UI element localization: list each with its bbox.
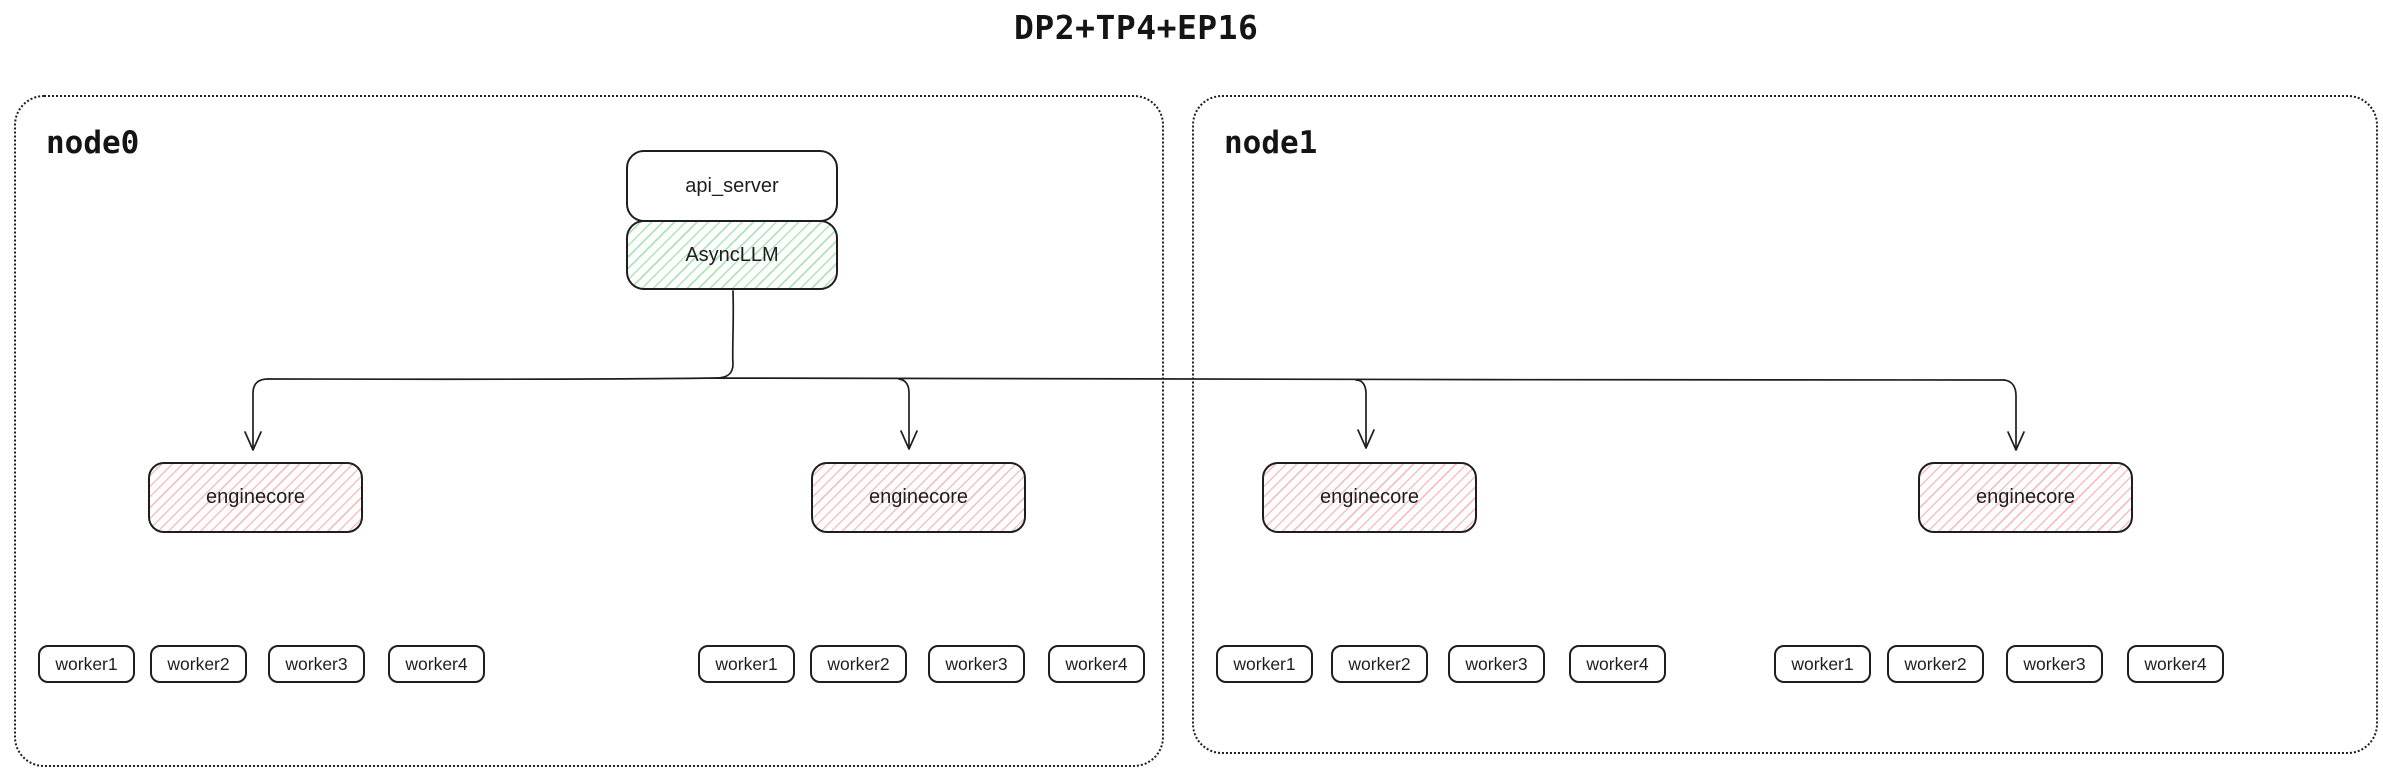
worker-box: worker4 [1569,645,1666,683]
worker-box: worker1 [698,645,795,683]
diagram-title: DP2+TP4+EP16 [1014,8,1259,47]
worker-box: worker4 [2127,645,2224,683]
worker-box: worker2 [150,645,247,683]
worker-box: worker2 [1331,645,1428,683]
worker-box: worker3 [268,645,365,683]
enginecore-box: enginecore [811,462,1026,533]
enginecore-box: enginecore [1262,462,1477,533]
node1-label: node1 [1224,125,1318,161]
node1-container: node1 [1192,95,2378,754]
worker-box: worker2 [1887,645,1984,683]
async-llm-box: AsyncLLM [626,220,838,290]
worker-box: worker4 [1048,645,1145,683]
api-server-box: api_server [626,150,838,222]
worker-box: worker1 [38,645,135,683]
worker-box: worker2 [810,645,907,683]
node0-container: node0 [14,95,1164,767]
worker-box: worker3 [1448,645,1545,683]
enginecore-box: enginecore [148,462,363,533]
node0-label: node0 [46,125,140,161]
worker-box: worker4 [388,645,485,683]
worker-box: worker1 [1774,645,1871,683]
worker-box: worker3 [928,645,1025,683]
worker-box: worker1 [1216,645,1313,683]
worker-box: worker3 [2006,645,2103,683]
enginecore-box: enginecore [1918,462,2133,533]
